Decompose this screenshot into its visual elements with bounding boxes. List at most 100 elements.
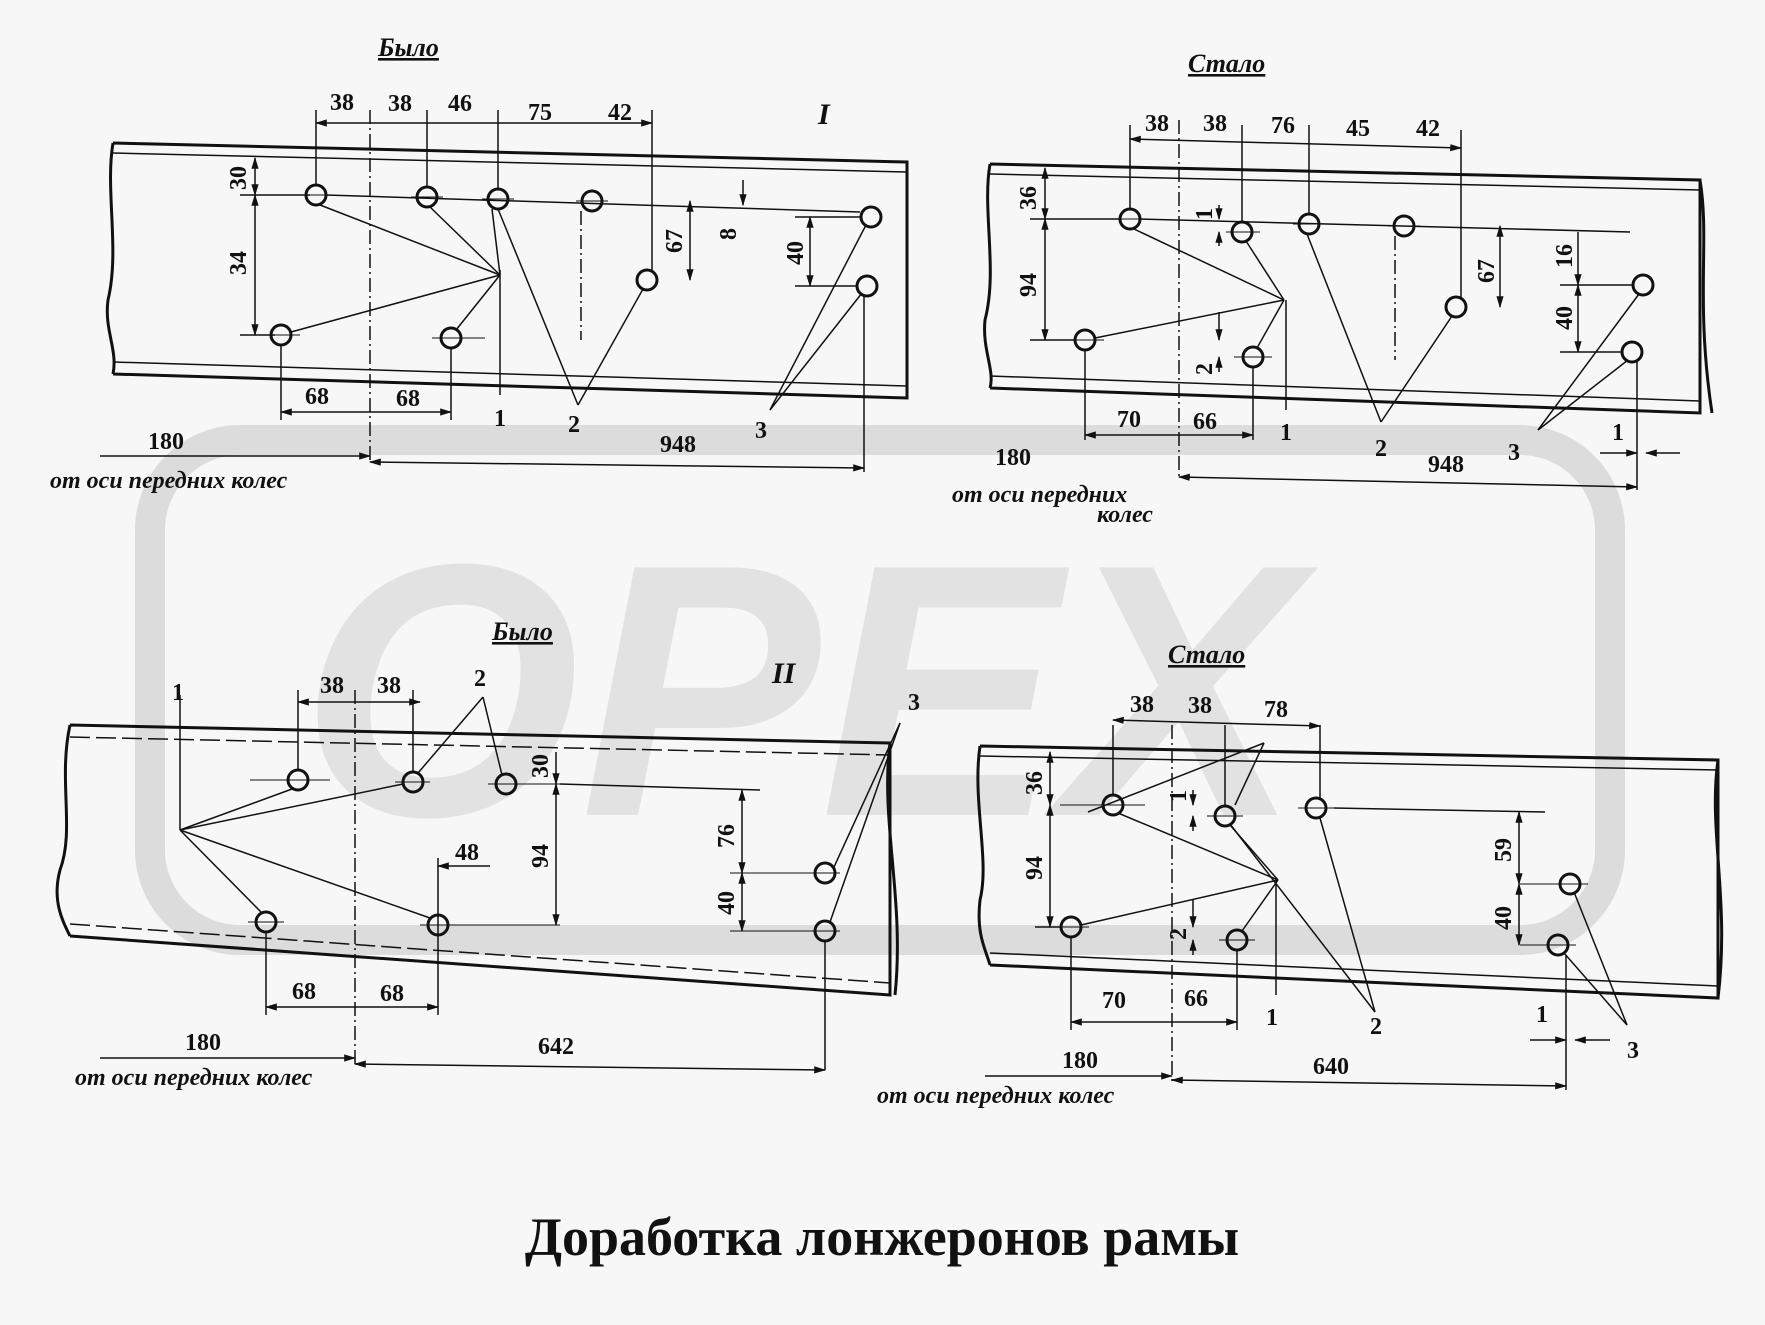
dim-label: 16 [1552, 244, 1578, 268]
callout-number: 3 [908, 690, 920, 716]
hole [1631, 273, 1655, 297]
dim-label: 38 [388, 91, 412, 117]
dim-label: 38 [1188, 693, 1212, 719]
hole [1298, 796, 1334, 820]
hole [411, 185, 443, 209]
dim-label: 180 [148, 429, 184, 455]
hole [1620, 340, 1644, 364]
dim-label: 68 [292, 979, 316, 1005]
callout-number: 2 [568, 412, 580, 438]
watermark-text: OPEX [300, 490, 1319, 892]
hole [488, 772, 560, 796]
hole [859, 205, 883, 229]
beam-1-before: Было I 38 38 46 75 42 30 34 67 8 40 68 6… [50, 33, 909, 494]
hole [1520, 933, 1576, 957]
beam-1-after: Стало 38 38 76 45 42 36 94 1 2 67 16 40 … [952, 49, 1714, 528]
dim-label: 68 [305, 384, 329, 410]
hole [1444, 295, 1468, 319]
hole [1226, 220, 1260, 244]
beam-outline [55, 723, 899, 997]
dim-label: 76 [714, 824, 740, 848]
hole [730, 861, 840, 885]
dim-label: 2 [1192, 363, 1218, 375]
beam-outline [983, 162, 1714, 415]
hole [1234, 345, 1272, 369]
watermark: OPEX [135, 425, 1625, 955]
dim-label: 180 [1062, 1048, 1098, 1074]
beam-outline [976, 744, 1724, 1000]
dim-label: 75 [528, 100, 552, 126]
dim-label: 38 [330, 90, 354, 116]
callout-number: 3 [1508, 440, 1520, 466]
dim-label: 48 [455, 840, 479, 866]
callout-number: 1 [1266, 1005, 1278, 1031]
hole [1520, 872, 1588, 896]
dim-label: 94 [1022, 856, 1048, 880]
dim-label: 59 [1491, 838, 1517, 862]
beam-outline [105, 141, 909, 400]
callout-number: 1 [172, 680, 184, 706]
dim-label: 38 [1130, 692, 1154, 718]
dim-label: 68 [380, 981, 404, 1007]
dim-label: 40 [783, 241, 809, 265]
dim-label: 1 [1612, 420, 1624, 446]
beam-2-before: Было II 38 38 48 30 94 76 40 68 68 180 6… [55, 617, 920, 1091]
dim-label: 36 [1016, 186, 1042, 210]
dim-label: 78 [1264, 697, 1288, 723]
dim-label: 30 [528, 754, 554, 778]
dim-label: 180 [185, 1030, 221, 1056]
dim-label: 640 [1313, 1054, 1349, 1080]
before-heading: Было [377, 33, 439, 62]
dim-label: 36 [1022, 771, 1048, 795]
dim-label: 1 [1166, 790, 1192, 802]
dim-label: 76 [1271, 113, 1295, 139]
dim-label: 66 [1184, 986, 1208, 1012]
dim-label: 30 [226, 166, 252, 190]
dim-label: 642 [538, 1034, 574, 1060]
callout-number: 3 [1627, 1038, 1639, 1064]
dim-label: 70 [1102, 988, 1126, 1014]
callout-number: 3 [755, 418, 767, 444]
dim-label: 38 [1203, 111, 1227, 137]
dim-label: 38 [320, 673, 344, 699]
callout-number: 2 [474, 666, 486, 692]
dim-label: 45 [1346, 116, 1370, 142]
reference-label: от оси передних колес [50, 468, 288, 494]
dim-label: 42 [608, 100, 632, 126]
dim-label: 2 [1166, 928, 1192, 940]
view-number: II [771, 657, 797, 690]
dim-label: 948 [1428, 452, 1464, 478]
dim-label: 94 [528, 844, 554, 868]
dim-label: 38 [377, 673, 401, 699]
before-heading: Было [491, 617, 553, 646]
hole [432, 326, 485, 350]
dim-label: 70 [1117, 407, 1141, 433]
dim-label: 1 [1536, 1002, 1548, 1028]
view-number: I [817, 98, 831, 131]
reference-label: колес [1097, 502, 1153, 528]
callout-number: 2 [1375, 436, 1387, 462]
dim-label: 67 [1474, 259, 1500, 283]
dim-label: 67 [662, 229, 688, 253]
dim-label: 42 [1416, 116, 1440, 142]
reference-label: от оси передних [952, 482, 1127, 508]
dim-label: 94 [1016, 273, 1042, 297]
reference-label: от оси передних колес [877, 1083, 1115, 1109]
hole [482, 187, 514, 211]
dim-label: 40 [1491, 906, 1517, 930]
dim-label: 46 [448, 91, 472, 117]
dim-label: 34 [226, 251, 252, 275]
reference-label: от оси передних колес [75, 1065, 313, 1091]
dim-label: 8 [716, 228, 742, 240]
drawing-title: Доработка лонжеронов рамы [525, 1207, 1239, 1267]
dim-label: 38 [1145, 111, 1169, 137]
after-heading: Стало [1168, 640, 1245, 669]
beam-2-after: Стало 38 38 78 36 94 1 2 59 40 70 66 1 1… [877, 640, 1724, 1109]
dim-label: 180 [995, 445, 1031, 471]
dim-label: 1 [1192, 208, 1218, 220]
hole [576, 189, 608, 213]
dim-label: 948 [660, 432, 696, 458]
callout-number: 1 [1280, 420, 1292, 446]
